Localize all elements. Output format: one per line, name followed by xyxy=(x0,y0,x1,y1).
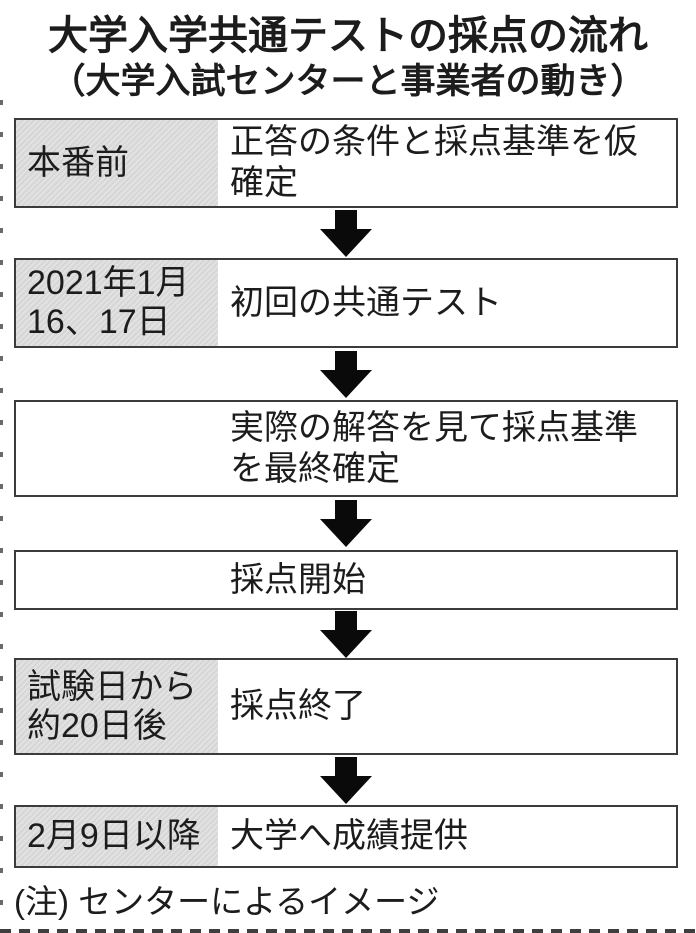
flowchart: 本番前 正答の条件と採点基準を仮 確定 2021年1月 16、17日 初回の共通… xyxy=(14,118,678,868)
flow-connector-4 xyxy=(14,610,678,658)
step-6-content: 大学へ成績提供 xyxy=(230,817,468,855)
flow-connector-3 xyxy=(14,497,678,550)
step-3-content: 実際の解答を見て採点基準 を最終確定 xyxy=(230,408,638,488)
step-3-label xyxy=(16,402,218,495)
down-arrow-icon xyxy=(320,756,372,804)
step-2-content: 初回の共通テスト xyxy=(230,283,502,322)
flow-step-4: 採点開始 xyxy=(14,550,678,610)
arrow-head xyxy=(320,775,372,804)
arrow-stem xyxy=(335,500,357,519)
step-4-label xyxy=(16,552,218,608)
step-1-content: 正答の条件と採点基準を仮 確定 xyxy=(230,123,638,202)
flow-connector-5 xyxy=(14,755,678,805)
flow-step-2: 2021年1月 16、17日 初回の共通テスト xyxy=(14,258,678,348)
flow-connector-2 xyxy=(14,348,678,400)
arrow-head xyxy=(320,228,372,257)
flow-step-6: 2月9日以降 大学へ成績提供 xyxy=(14,805,678,868)
flow-connector-1 xyxy=(14,208,678,258)
down-arrow-icon xyxy=(320,610,372,658)
arrow-stem xyxy=(335,756,357,776)
footnote: (注) センターによるイメージ xyxy=(14,883,440,920)
down-arrow-icon xyxy=(320,209,372,257)
step-6-label: 2月9日以降 xyxy=(16,807,218,866)
arrow-head xyxy=(320,519,372,547)
arrow-head xyxy=(320,369,372,398)
left-dotted-border xyxy=(0,100,3,933)
arrow-stem xyxy=(335,350,357,370)
arrow-stem xyxy=(335,610,357,630)
flow-step-1: 本番前 正答の条件と採点基準を仮 確定 xyxy=(14,118,678,208)
page-subtitle: （大学入試センターと事業者の動き） xyxy=(50,62,646,101)
bottom-dashed-border xyxy=(0,929,696,933)
flow-step-3: 実際の解答を見て採点基準 を最終確定 xyxy=(14,400,678,497)
step-5-label: 試験日から 約20日後 xyxy=(16,660,218,753)
down-arrow-icon xyxy=(320,350,372,398)
step-4-content: 採点開始 xyxy=(230,560,366,599)
arrow-head xyxy=(320,629,372,658)
page-title: 大学入学共通テストの採点の流れ xyxy=(48,14,648,58)
step-5-content: 採点終了 xyxy=(230,687,366,725)
down-arrow-icon xyxy=(320,500,372,547)
step-2-label: 2021年1月 16、17日 xyxy=(16,260,218,346)
flow-step-5: 試験日から 約20日後 採点終了 xyxy=(14,658,678,755)
arrow-stem xyxy=(335,209,357,229)
step-1-label: 本番前 xyxy=(16,120,218,206)
